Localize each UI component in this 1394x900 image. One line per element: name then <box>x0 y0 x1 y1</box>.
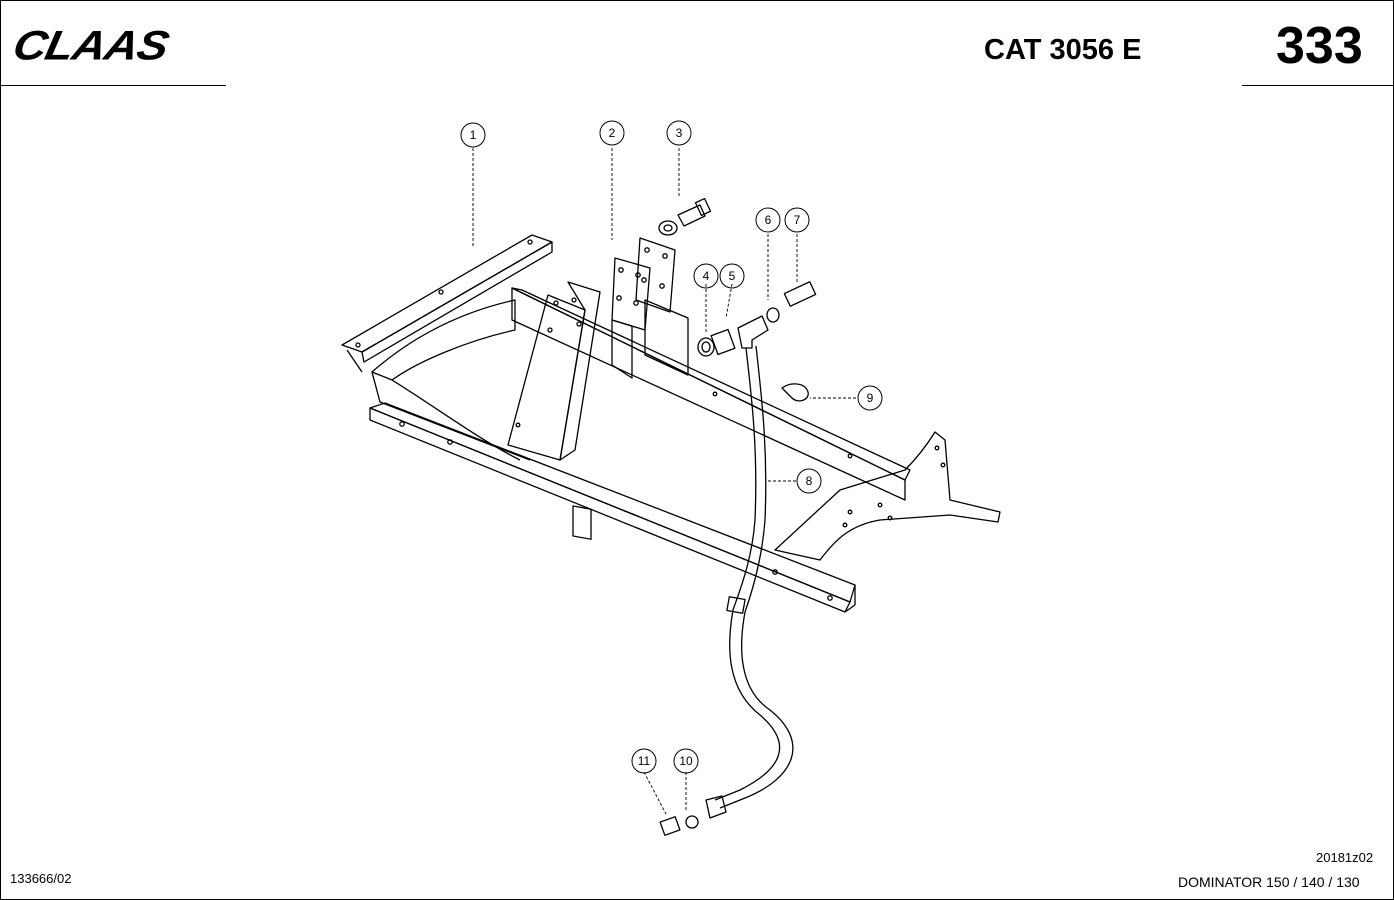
callout-11: 11 <box>631 748 657 774</box>
svg-text:9: 9 <box>867 391 874 405</box>
header-rule-left <box>0 85 226 86</box>
ring-and-fitting <box>697 328 736 357</box>
callout-7: 7 <box>784 207 810 233</box>
svg-text:5: 5 <box>729 269 736 283</box>
svg-text:8: 8 <box>806 474 813 488</box>
frame-right-bracket <box>774 431 1001 561</box>
elbow-union <box>737 281 817 349</box>
callout-2: 2 <box>599 120 625 146</box>
plug-and-washer <box>659 815 699 836</box>
callout-5: 5 <box>719 263 745 289</box>
frame-lower-rail <box>369 402 856 613</box>
svg-text:6: 6 <box>765 213 772 227</box>
svg-text:2: 2 <box>609 126 616 140</box>
header-rule-right <box>1242 85 1394 86</box>
callout-6: 6 <box>755 207 781 233</box>
reference-code: 20181z02 <box>1316 850 1374 865</box>
hydraulic-hose <box>705 345 794 819</box>
leader-lines <box>472 148 856 815</box>
callout-10: 10 <box>673 748 699 774</box>
frame-upper-rail <box>341 234 553 373</box>
bolt-and-washer <box>658 197 712 236</box>
callout-8: 8 <box>796 468 822 494</box>
svg-text:3: 3 <box>676 126 683 140</box>
svg-text:1: 1 <box>470 128 477 142</box>
svg-text:4: 4 <box>703 269 710 283</box>
model-line: DOMINATOR 150 / 140 / 130 <box>1178 874 1360 890</box>
callout-4: 4 <box>693 263 719 289</box>
mounting-plates <box>611 237 689 379</box>
callout-1: 1 <box>460 122 486 148</box>
callout-9: 9 <box>857 385 883 411</box>
svg-text:11: 11 <box>638 754 651 768</box>
svg-text:10: 10 <box>679 754 693 768</box>
frame-web-left <box>371 299 531 461</box>
frame-middle-bracket <box>507 281 601 540</box>
callout-bubbles: 1 2 3 4 5 6 7 8 9 10 11 <box>460 120 883 774</box>
hose-clamp <box>781 383 809 402</box>
drawing-number: 133666/02 <box>10 871 72 886</box>
frame-rear-member <box>511 287 911 501</box>
page-number: 333 <box>1276 17 1363 75</box>
catalog-title: CAT 3056 E <box>984 34 1142 66</box>
svg-text:7: 7 <box>794 213 801 227</box>
callout-3: 3 <box>666 120 692 146</box>
